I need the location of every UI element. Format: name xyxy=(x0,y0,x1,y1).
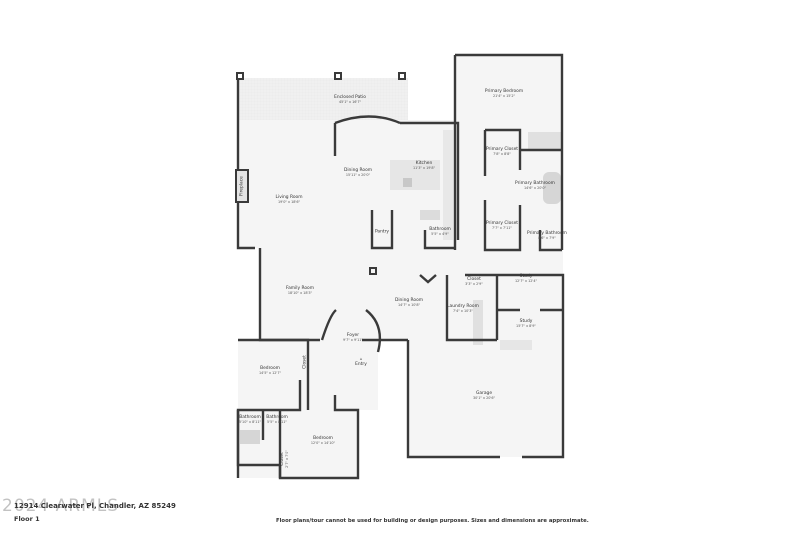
room-name: Pantry xyxy=(374,229,390,235)
pillars xyxy=(235,72,406,275)
room-dimensions: 15'11" x 20'0" xyxy=(345,173,371,177)
room-dimensions: 7'8" x 8'8" xyxy=(493,152,511,156)
room-dimensions: 14'5" x 12'7" xyxy=(258,371,282,375)
room-dimensions: 9'7" x 9'11" xyxy=(343,338,363,342)
room-name: Dining Room xyxy=(394,298,424,303)
room-dimensions: 5'5" x 4'9" xyxy=(431,232,449,236)
room-name: Family Room xyxy=(285,286,315,291)
room-dimensions: 5'10" x 8'11" xyxy=(238,420,262,424)
room-name: Bathroom xyxy=(266,415,288,420)
room-dimensions: 15'7" x 8'9" xyxy=(516,324,536,328)
room-name: Primary Bedroom xyxy=(484,89,524,94)
disclaimer: Floor plans/tour cannot be used for buil… xyxy=(276,518,589,524)
room-name: Living Room xyxy=(275,195,303,200)
room-dimensions: 14'6" x 20'0" xyxy=(523,186,547,190)
fixtures xyxy=(240,130,562,444)
room-name: Foyer xyxy=(346,333,360,338)
walls xyxy=(236,53,565,480)
room-name: Kitchen xyxy=(415,161,433,166)
room-dimensions: 45'1" x 16'7" xyxy=(338,100,362,104)
room-name: Bathroom xyxy=(429,227,451,232)
room-dimensions: 21'4" x 15'2" xyxy=(492,94,516,98)
room-dimensions: 30'1" x 20'6" xyxy=(472,396,496,400)
room-name: Primary Closet xyxy=(485,221,519,226)
room-name: Fireplace xyxy=(239,176,245,196)
fireplace: Fireplace xyxy=(240,176,245,196)
room-name: Primary Bathroom xyxy=(527,231,567,236)
room-dimensions: 2'7" x 7'0" xyxy=(285,450,289,468)
room-name: Study xyxy=(519,274,533,279)
room-dimensions: 5'5" x 8'11" xyxy=(267,420,287,424)
room-closet-2: Closet xyxy=(303,355,308,369)
room-name: Enclosed Patio xyxy=(334,95,366,100)
property-address: 12914 Clearwater Pl, Chandler, AZ 85249 xyxy=(14,502,176,510)
room-name: Closet xyxy=(467,277,481,282)
room-name: Bedroom xyxy=(313,436,333,441)
room-dimensions: 7'4" x 10'3" xyxy=(453,309,473,313)
entry-marker: ▵Entry xyxy=(355,357,367,367)
room-dimensions: 3'3" x 2'9" xyxy=(465,282,483,286)
room-dimensions: 18'10" x 18'3" xyxy=(287,291,313,295)
watermark: 2024 ARMLS xyxy=(2,496,120,516)
room-dimensions: 14'7" x 10'8" xyxy=(397,303,421,307)
room-name: Laundry Room xyxy=(447,304,479,309)
room-name: Closet xyxy=(302,355,308,369)
room-dimensions: 12'7" x 12'4" xyxy=(514,279,538,283)
room-name: Dining Room xyxy=(343,168,373,173)
room-dimensions: 19'0" x 18'6" xyxy=(277,200,301,204)
room-name: Garage xyxy=(475,391,493,396)
room-dimensions: 8'6" x 7'9" xyxy=(538,236,556,240)
room-dimensions: 7'7" x 7'11" xyxy=(492,226,512,230)
room-name: Entry xyxy=(355,362,367,367)
room-name: Bathroom xyxy=(239,415,261,420)
room-name: Study xyxy=(519,319,533,324)
room-name: Bedroom xyxy=(260,366,280,371)
room-pantry: Pantry xyxy=(375,230,389,235)
floor-label: Floor 1 xyxy=(14,515,40,523)
room-name: Primary Bathroom xyxy=(515,181,555,186)
room-dimensions: 12'0" x 14'10" xyxy=(310,441,336,445)
entry-arrow-icon: ▵ xyxy=(359,357,363,362)
room-dimensions: 11'3" x 19'8" xyxy=(412,166,436,170)
room-name: Primary Closet xyxy=(485,147,519,152)
